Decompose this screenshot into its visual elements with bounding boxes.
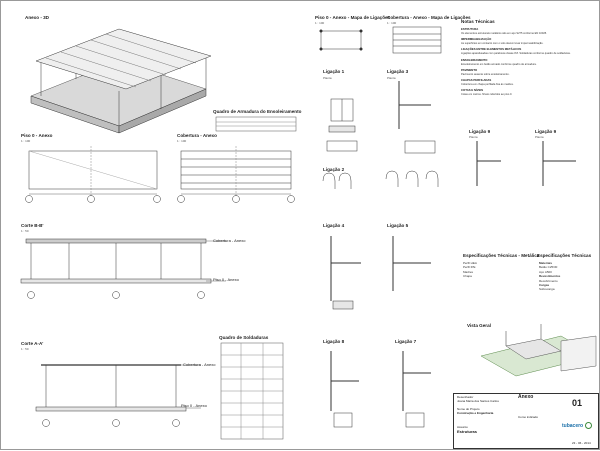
note-text: Cotas em metros. Níveis referidos ao pis… (461, 93, 513, 97)
subject-name: Estruturas (457, 429, 478, 434)
note-heading: PAVIMENTO (461, 67, 478, 72)
reinforcement-table-title: Quadro de Armadura do Ensoleiramento (213, 109, 302, 114)
corte-bb-cobertura-label: Cobertura - Anexo (213, 238, 246, 243)
spec-metalica-title: Especificações Técnicas - Metálica (463, 253, 540, 258)
lig9b-planta-label: Planta (535, 135, 544, 139)
piso0-title: Piso 0 - Anexo (21, 133, 53, 138)
spec-coatings-heading: Revestimentos (539, 274, 561, 279)
cobertura-map-scale: 1 : 100 (387, 21, 397, 25)
reinforcement-table (215, 116, 297, 132)
cobertura-map-title: Cobertura - Anexo - Mapa de Ligações (387, 15, 471, 20)
corte-aa-scale: 1 : 50 (21, 347, 29, 351)
lig1-title: Ligação 1 (323, 69, 345, 74)
vista-geral-view (480, 324, 597, 377)
subject-label: Assunto (457, 425, 468, 429)
spec-tecnicas-list: Materiais Betão C25/30 Aço A500 Revestim… (539, 261, 560, 292)
note-text: Os elementos estruturais metálicos são e… (461, 32, 547, 35)
designer-name: Joana Maria dos Santos Carlos (457, 399, 499, 403)
note-heading: LIGAÇÕES ENTRE ELEMENTOS METÁLICOS (461, 47, 522, 52)
corte-aa-cobertura-label: Cobertura - Anexo (183, 362, 216, 367)
sheet-name: Anexo (518, 394, 534, 400)
note-heading: IMPERMEABILIZAÇÃO (461, 37, 492, 42)
note-heading: ENSOLEIRAMENTO (461, 57, 488, 62)
cobertura-title: Cobertura - Anexo (177, 133, 217, 138)
spec-row: Perfil HEA (463, 261, 477, 265)
note-heading: COTAS E NÍVEIS (461, 88, 484, 93)
lig7-title: Ligação 7 (395, 339, 417, 344)
title-block: Desenhador Joana Maria dos Santos Carlos… (453, 393, 599, 449)
notes-heading: Notas Técnicas (461, 19, 495, 24)
note-text: As superfícies em contacto com o solo de… (461, 42, 544, 46)
piso0-plan (25, 146, 161, 203)
cobertura-scale: 1 : 100 (177, 139, 187, 143)
project-label: Nome do Projeto (457, 407, 480, 411)
anexo-3d-title: Anexo - 3D (25, 15, 49, 20)
lig3-title: Ligação 3 (387, 69, 409, 74)
note-text: Ligações aparafusadas com parafusos clas… (461, 52, 571, 56)
lig1-planta-label: Planta (323, 76, 332, 80)
spec-row: Betão C25/30 (539, 265, 558, 270)
spec-row: Recobrimento (539, 278, 558, 283)
lig9a-title: Ligação 9 (469, 129, 491, 134)
lig3-planta-label: Planta (387, 76, 396, 80)
piso0-map (319, 29, 363, 51)
lig9a-planta-label: Planta (469, 135, 478, 139)
cobertura-plan (177, 146, 295, 203)
lig8-title: Ligação 8 (323, 339, 345, 344)
company-name: tubacero (562, 422, 584, 429)
spec-row: Perfil IPE (463, 265, 476, 270)
piso0-scale: 1 : 100 (21, 139, 31, 143)
note-text: Ensoleiramento em betão armado conforme … (461, 62, 537, 66)
project-name: Construção e Engenharia (457, 411, 494, 415)
company-logo-icon (584, 422, 592, 429)
lig4-title: Ligação 4 (323, 223, 345, 228)
corte-bb-piso0-label: Piso 0 - Anexo (213, 277, 239, 282)
piso0-map-scale: 1 : 100 (315, 21, 325, 25)
spec-materials-heading: Materiais (539, 261, 553, 265)
note-text: Pavimento assente sobre ensoleiramento. (461, 72, 510, 76)
spec-metalica-list: Perfil HEA Perfil IPE Madres Chapa (463, 261, 477, 279)
vista-geral-title: Vista Geral (467, 323, 491, 328)
corte-bb-title: Corte B-B' (21, 223, 44, 228)
spec-row: Aço A500 (539, 269, 552, 274)
piso0-map-title: Piso 0 - Anexo - Mapa de Ligações (315, 15, 391, 20)
corte-aa-title: Corte A-A' (21, 341, 44, 346)
note-heading: ESTRUTURA (461, 27, 479, 31)
company-logo: tubacero (562, 422, 592, 429)
lig9b-title: Ligação 9 (535, 129, 557, 134)
drawing-date: 23 - 06 - 2014 (572, 441, 591, 445)
lig2-title: Ligação 2 (323, 167, 345, 172)
spec-row: Chapa (463, 274, 472, 279)
note-text: Cobertura em chapa perfilada fixa às mad… (461, 83, 514, 87)
corte-aa-section (35, 364, 201, 427)
corte-bb-scale: 1 : 50 (21, 229, 29, 233)
spec-loads-heading: Cargas (539, 283, 550, 288)
designer-label: Desenhador (457, 395, 474, 399)
note-heading: CHAPAS PERFILADAS (461, 78, 492, 83)
spec-row: Madres (463, 269, 474, 274)
lig5-title: Ligação 5 (387, 223, 409, 228)
anexo-3d-view (30, 28, 212, 134)
connection-details (322, 81, 576, 428)
spec-tecnicas-title: Especificações Técnicas (537, 253, 592, 258)
sheet-number: 01 (572, 398, 583, 408)
cobertura-map (392, 26, 442, 54)
spec-row: Sobrecarga (539, 287, 555, 292)
welding-table (220, 342, 284, 440)
scale-note: Como indicado (518, 415, 539, 419)
corte-bb-section (20, 238, 226, 299)
welding-table-title: Quadro de Soldaduras (219, 335, 269, 340)
corte-aa-piso0-label: Piso 0 - Anexo (181, 403, 207, 408)
